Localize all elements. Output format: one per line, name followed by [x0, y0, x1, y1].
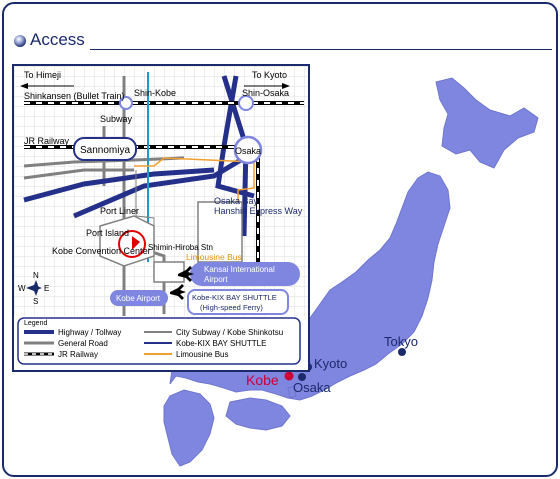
port-island-outline: [99, 215, 155, 267]
kyushu-island: [163, 389, 215, 467]
to-kyoto-label: To Kyoto: [252, 70, 287, 80]
tokyo-label: Tokyo: [384, 334, 418, 349]
jr-railway-line: [24, 145, 260, 266]
legend-jr-railway: JR Railway: [58, 350, 98, 359]
shinkansen-label: Shinkansen (Bullet Train): [24, 91, 125, 101]
hokkaido-island: [435, 77, 539, 169]
kyoto-arrow-icon: [282, 83, 290, 89]
awaji-island: [287, 385, 297, 399]
kix-shuttle-label-1: Kobe-KIX BAY SHUTTLE: [192, 293, 277, 302]
hanshin-expressway-label: Hanshin Express Way: [214, 206, 303, 216]
bullet-icon: [14, 35, 26, 47]
compass-icon: N S W E: [18, 271, 49, 306]
legend-highway: Highway / Tollway: [58, 328, 121, 337]
compass-e: E: [44, 284, 49, 293]
convention-center-label: Kobe Convention Center: [52, 246, 151, 256]
osaka-bay-label: Osaka Bay: [214, 196, 259, 206]
airplane-icon: [170, 284, 186, 300]
osaka-station-icon: [233, 135, 263, 165]
kobe-marker: [284, 371, 294, 381]
tokyo-marker: [398, 348, 406, 356]
port-liner-label: Port Liner: [100, 206, 139, 216]
kobe-airport-label: Kobe Airport: [116, 294, 161, 303]
legend-title: Legend: [24, 320, 47, 327]
kobe-airport-pill: [110, 290, 168, 306]
section-header: Access: [14, 30, 554, 52]
shin-osaka-station-icon: [238, 95, 254, 111]
legend-general-road: General Road: [58, 339, 108, 348]
to-himeji-label: To Himeji: [24, 70, 61, 80]
shimin-hiroba-label: Shimin-Hiroba Stn: [148, 243, 213, 252]
japan-map: Tokyo Kyoto Osaka Kobe: [163, 77, 539, 467]
highway-line-1: [23, 167, 215, 203]
osaka-station-label: Osaka: [235, 146, 261, 156]
airplane-icon: [178, 266, 194, 282]
sannomiya-label: Sannomiya: [80, 145, 130, 156]
kyoto-label: Kyoto: [314, 356, 347, 371]
highway-line-2: [73, 149, 256, 219]
osaka-marker: [298, 373, 306, 381]
limousine-bus-label: Limousine Bus: [186, 252, 242, 262]
header-rule: [90, 49, 552, 50]
jr-railway-label: JR Railway: [24, 136, 70, 146]
shin-kobe-label: Shin-Kobe: [134, 88, 176, 98]
kansai-airport-label-2: Airport: [204, 275, 228, 284]
shikoku-island: [225, 397, 291, 431]
kix-shuttle-label-2: (High-speed Ferry): [200, 303, 263, 312]
page-title: Access: [30, 30, 85, 49]
honshu-island: [169, 171, 451, 401]
legend-city-subway: City Subway / Kobe Shinkotsu: [176, 328, 283, 337]
legend-kix-shuttle: Kobe-KIX BAY SHUTTLE: [176, 339, 266, 348]
shin-osaka-label: Shin-Osaka: [242, 88, 289, 98]
osaka-label: Osaka: [293, 380, 331, 395]
legend-limousine-bus: Limousine Bus: [176, 350, 228, 359]
port-island-label: Port Island: [86, 228, 129, 238]
kobe-airport-island: [153, 261, 185, 283]
kansai-airport-label-1: Kansai International: [204, 265, 275, 274]
shin-kobe-station-icon: [119, 96, 133, 110]
kansai-airport-pill: [190, 262, 300, 286]
compass-s: S: [33, 297, 38, 306]
convention-center-marker: [118, 230, 146, 258]
legend: Legend Highway / Tollway General Road JR…: [17, 317, 301, 365]
convention-center-pin-icon: [132, 236, 140, 250]
sannomiya-station-box: [73, 137, 137, 161]
compass-w: W: [18, 284, 26, 293]
subway-label: Subway: [100, 114, 133, 124]
access-inset-map: To Himeji To Kyoto: [12, 64, 310, 372]
kobe-label: Kobe: [246, 372, 279, 388]
highway-line-4: [215, 75, 255, 199]
compass-n: N: [33, 271, 39, 280]
inset-map-svg: To Himeji To Kyoto: [14, 66, 308, 365]
kix-shuttle-box: [187, 289, 289, 315]
